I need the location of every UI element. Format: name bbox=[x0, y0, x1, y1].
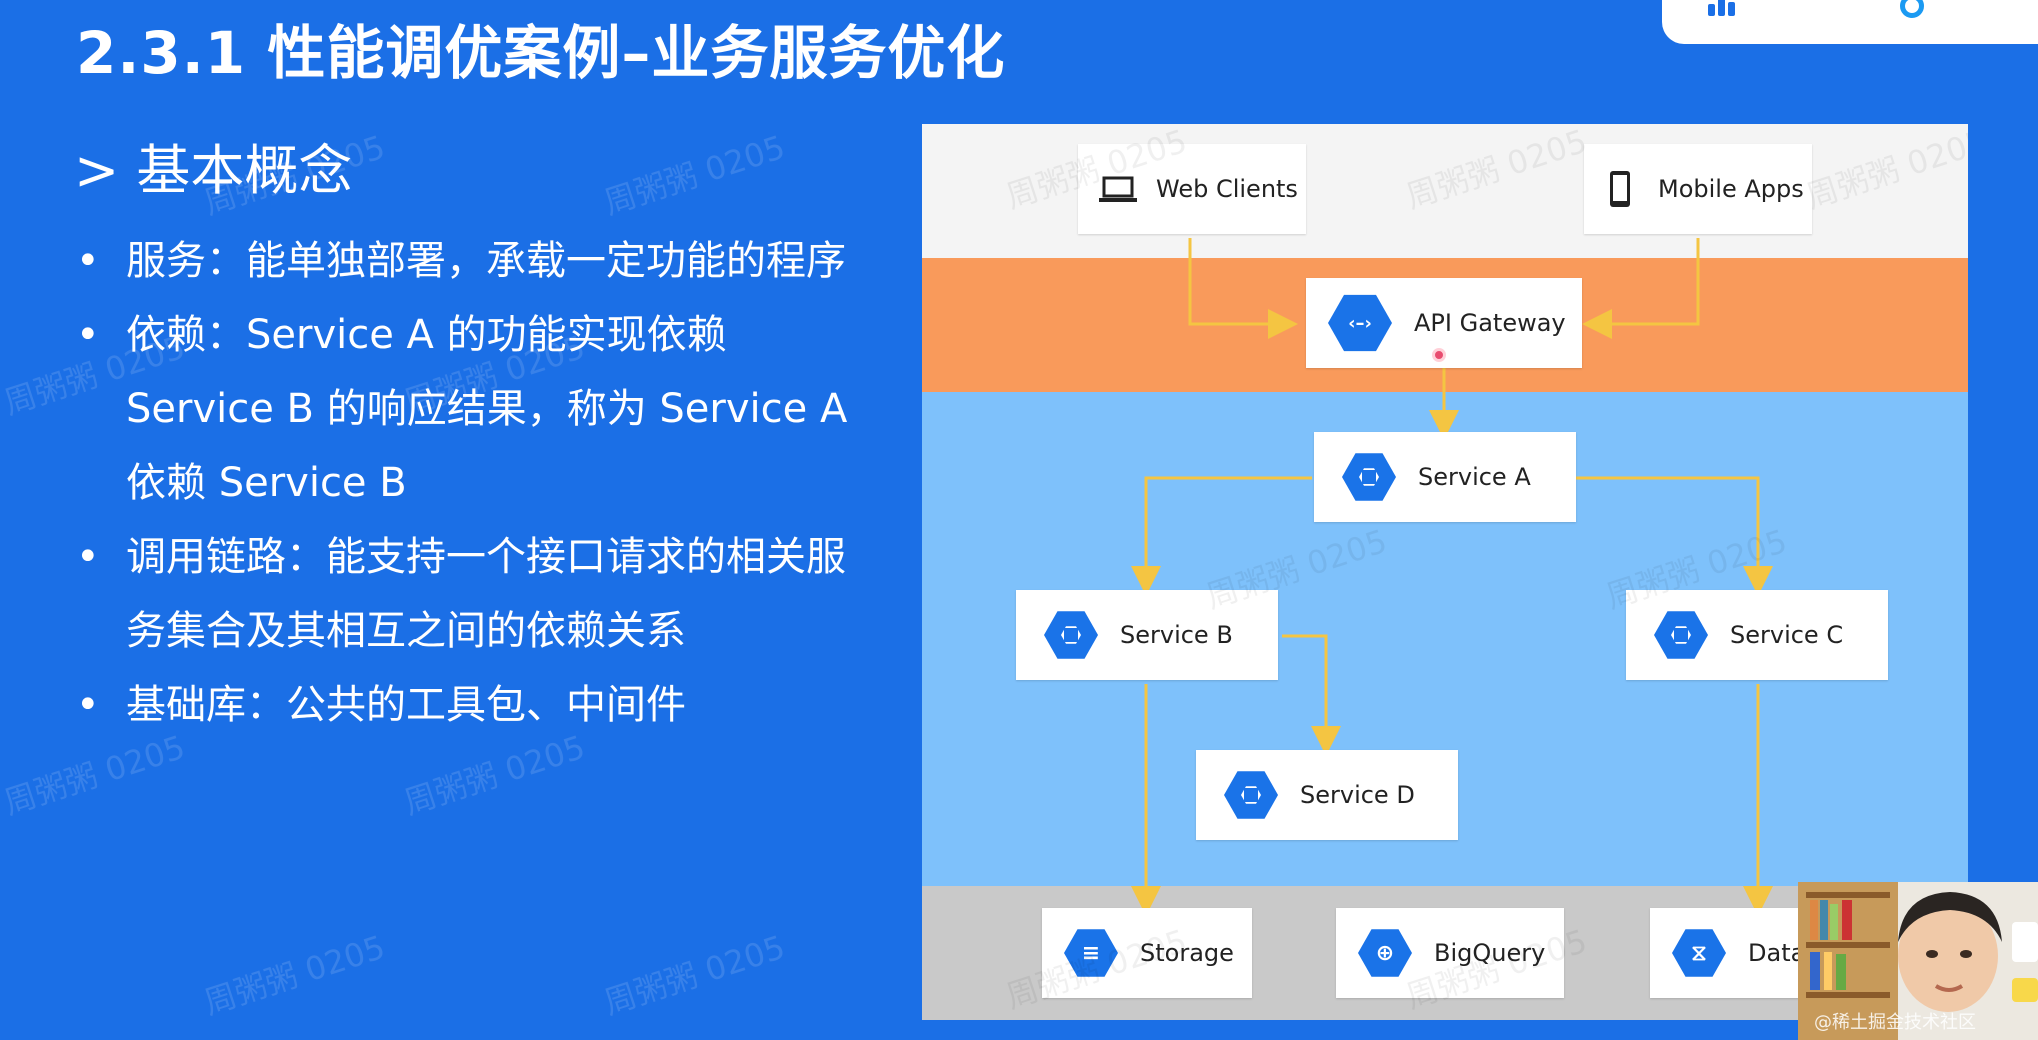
section-heading: > 基本概念 bbox=[74, 139, 353, 202]
service-hex-icon bbox=[1342, 453, 1396, 501]
node-mobile-apps[interactable]: Mobile Apps bbox=[1584, 144, 1812, 234]
arrow-web-to-gateway bbox=[1188, 238, 1298, 339]
node-mobile-apps-label: Mobile Apps bbox=[1658, 175, 1804, 203]
node-service-b-label: Service B bbox=[1120, 621, 1233, 649]
watermark: 周粥粥 0205 bbox=[199, 927, 390, 1022]
arrow-a-to-c bbox=[1576, 476, 1773, 596]
node-storage[interactable]: ≡ Storage bbox=[1042, 908, 1252, 998]
arrow-a-to-b bbox=[1131, 476, 1312, 596]
node-service-c-label: Service C bbox=[1730, 621, 1844, 649]
community-watermark: @稀土掘金技术社区 bbox=[1814, 1012, 1976, 1033]
node-data-label: Data bbox=[1748, 939, 1806, 967]
node-api-gateway-label: API Gateway bbox=[1414, 309, 1566, 337]
node-web-clients-label: Web Clients bbox=[1156, 175, 1298, 203]
bigquery-hex-icon: ⊕ bbox=[1358, 929, 1412, 977]
node-storage-label: Storage bbox=[1140, 939, 1234, 967]
presenter-image bbox=[1798, 882, 2038, 1040]
node-api-gateway[interactable]: ‹–› API Gateway bbox=[1306, 278, 1582, 368]
bullet-base-library: 基础库：公共的工具包、中间件 bbox=[76, 668, 876, 742]
brand-logo-2-icon bbox=[1900, 0, 1924, 18]
storage-hex-icon: ≡ bbox=[1064, 929, 1118, 977]
brand-logo-icon bbox=[1708, 0, 1742, 16]
gateway-hex-icon: ‹–› bbox=[1328, 294, 1392, 352]
node-service-c[interactable]: Service C bbox=[1626, 590, 1888, 680]
arrow-mobile-to-gateway bbox=[1582, 238, 1700, 339]
service-hex-icon bbox=[1654, 611, 1708, 659]
node-bigquery-label: BigQuery bbox=[1434, 939, 1546, 967]
node-bigquery[interactable]: ⊕ BigQuery bbox=[1336, 908, 1564, 998]
bullet-service: 服务：能单独部署，承载一定功能的程序 bbox=[76, 224, 876, 298]
node-service-a-label: Service A bbox=[1418, 463, 1531, 491]
node-service-d-label: Service D bbox=[1300, 781, 1415, 809]
node-service-b[interactable]: Service B bbox=[1016, 590, 1278, 680]
phone-icon bbox=[1610, 171, 1630, 207]
connector-arrows bbox=[1131, 238, 1773, 916]
service-hex-icon bbox=[1224, 771, 1278, 819]
bullet-dependency: 依赖：Service A 的功能实现依赖 Service B 的响应结果，称为 … bbox=[76, 298, 876, 520]
brand-card bbox=[1662, 0, 2038, 44]
laptop-icon bbox=[1099, 176, 1137, 202]
data-hex-icon: ⧖ bbox=[1672, 929, 1726, 977]
arrow-b-to-d bbox=[1282, 634, 1341, 756]
pointer-dot bbox=[1432, 348, 1446, 362]
bullet-list: 服务：能单独部署，承载一定功能的程序 依赖：Service A 的功能实现依赖 … bbox=[76, 224, 876, 742]
watermark: 周粥粥 0205 bbox=[599, 927, 790, 1022]
watermark: 周粥粥 0205 bbox=[599, 127, 790, 222]
node-service-d[interactable]: Service D bbox=[1196, 750, 1458, 840]
bullet-call-chain: 调用链路：能支持一个接口请求的相关服务集合及其相互之间的依赖关系 bbox=[76, 520, 876, 668]
webcam-overlay bbox=[1798, 882, 2038, 1040]
service-hex-icon bbox=[1044, 611, 1098, 659]
node-service-a[interactable]: Service A bbox=[1314, 432, 1576, 522]
node-web-clients[interactable]: Web Clients bbox=[1078, 144, 1306, 234]
slide-title: 2.3.1 性能调优案例–业务服务优化 bbox=[76, 19, 1006, 87]
architecture-diagram: Web Clients Mobile Apps ‹–› API Gateway … bbox=[922, 124, 1968, 1020]
